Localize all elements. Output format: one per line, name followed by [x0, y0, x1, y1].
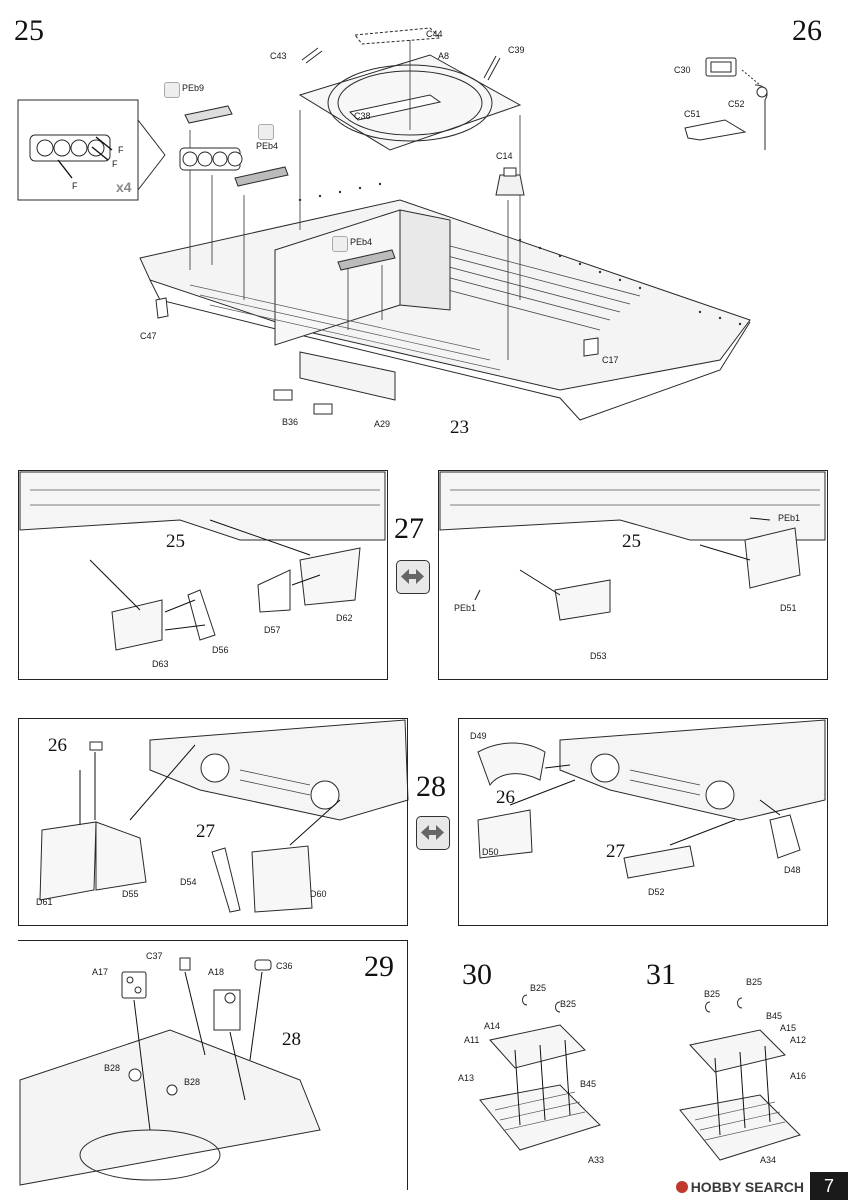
- part-label: A18: [208, 967, 225, 977]
- part-label: B25: [530, 983, 547, 993]
- step-reference: 25: [166, 531, 185, 552]
- part-label: C36: [276, 961, 293, 971]
- step-number-27: 27: [394, 512, 424, 545]
- step-reference: 26: [496, 787, 515, 808]
- step25-hull-drawing: [139, 27, 751, 421]
- step-reference: 26: [48, 735, 67, 756]
- multiplier-badge: x4: [116, 179, 132, 195]
- part-label: B28: [184, 1077, 201, 1087]
- part-label: PEb9: [182, 83, 205, 93]
- step-number-29: 29: [364, 950, 394, 983]
- step27-right-panel: [438, 470, 828, 680]
- part-label: D50: [482, 847, 499, 857]
- step29-panel: [18, 940, 408, 1190]
- part-label: C17: [602, 355, 619, 365]
- part-label: C43: [270, 51, 287, 61]
- step28-right-drawing: [477, 719, 826, 879]
- part-label: D61: [36, 897, 53, 907]
- part-label: B36: [282, 417, 299, 427]
- part-label: C47: [140, 331, 157, 341]
- part-label: D48: [784, 865, 801, 875]
- part-label: A29: [374, 419, 391, 429]
- step-reference: 23: [450, 417, 469, 438]
- step25-inset-box: [17, 99, 166, 201]
- part-label: D52: [648, 887, 665, 897]
- part-label: B25: [560, 999, 577, 1009]
- part-label: C30: [674, 65, 691, 75]
- part-label: C44: [426, 29, 443, 39]
- part-label: D55: [122, 889, 139, 899]
- step-number-25: 25: [14, 14, 44, 47]
- part-label: F: [118, 145, 124, 155]
- watermark-text: HOBBY SEARCH: [690, 1179, 804, 1195]
- step28-right-panel: [458, 718, 828, 926]
- part-label: A8: [438, 51, 450, 61]
- part-label: A11: [464, 1035, 480, 1045]
- part-label: D56: [212, 645, 229, 655]
- step-reference: 27: [606, 841, 625, 862]
- page-number: 7: [810, 1172, 848, 1200]
- step-number-28: 28: [416, 770, 446, 803]
- part-label: C37: [146, 951, 163, 961]
- part-label: B45: [766, 1011, 783, 1021]
- part-label: C14: [496, 151, 513, 161]
- part-label: A13: [458, 1073, 475, 1083]
- step30-drawing: [479, 994, 601, 1151]
- part-label: D51: [780, 603, 797, 613]
- part-label: A14: [484, 1021, 501, 1031]
- part-label: A34: [760, 1155, 777, 1165]
- part-label: A16: [790, 1071, 807, 1081]
- step-number-26: 26: [792, 14, 822, 47]
- part-label: F: [72, 181, 78, 191]
- part-label: D49: [470, 731, 487, 741]
- part-label: A12: [790, 1035, 807, 1045]
- part-label: PEb1: [454, 603, 477, 613]
- step-reference: 27: [196, 821, 215, 842]
- part-label: F: [112, 159, 118, 169]
- part-label: A15: [780, 1023, 797, 1033]
- part-label: A17: [92, 967, 109, 977]
- photo-etch-icon: [332, 236, 348, 252]
- part-label: D54: [180, 877, 197, 887]
- part-label: PEb1: [778, 513, 801, 523]
- part-label: PEb4: [256, 141, 279, 151]
- part-label: B45: [580, 1079, 597, 1089]
- step29-drawing: [19, 957, 321, 1186]
- watermark: HOBBY SEARCH: [675, 1179, 804, 1195]
- part-label: C51: [684, 109, 701, 119]
- part-label: B28: [104, 1063, 121, 1073]
- part-label: B25: [746, 977, 763, 987]
- photo-etch-icon: [164, 82, 180, 98]
- part-label: PEb4: [350, 237, 373, 247]
- photo-etch-icon: [258, 124, 274, 140]
- step-reference: 25: [622, 531, 641, 552]
- step27-right-drawing: [439, 471, 826, 621]
- step27-mirror-arrows-icon: [396, 560, 430, 594]
- step26-drawing: [684, 57, 768, 150]
- part-label: A33: [588, 1155, 605, 1165]
- watermark-logo-icon: [675, 1181, 688, 1193]
- step-reference: 28: [282, 1029, 301, 1050]
- part-label: D60: [310, 889, 327, 899]
- part-label: D57: [264, 625, 281, 635]
- part-label: C38: [354, 111, 371, 121]
- step-number-31: 31: [646, 958, 676, 991]
- step31-drawing: [679, 997, 801, 1161]
- part-label: C39: [508, 45, 525, 55]
- step28-left-drawing: [39, 719, 409, 913]
- step27-left-drawing: [19, 471, 386, 651]
- step28-mirror-arrows-icon: [416, 816, 450, 850]
- part-label: C52: [728, 99, 745, 109]
- step27-left-panel: [18, 470, 388, 680]
- part-label: D63: [152, 659, 169, 669]
- step-number-30: 30: [462, 958, 492, 991]
- part-label: B25: [704, 989, 721, 999]
- part-label: D62: [336, 613, 353, 623]
- part-label: D53: [590, 651, 607, 661]
- step28-left-panel: [18, 718, 408, 926]
